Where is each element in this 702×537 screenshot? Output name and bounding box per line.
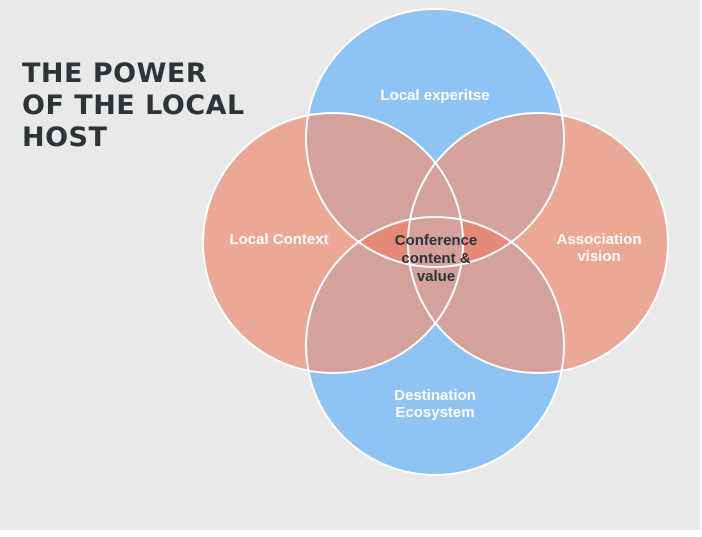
left-circle-outline (202, 112, 464, 374)
title-line-1: THE POWER (22, 58, 208, 89)
label-bottom-line1: Destination (394, 387, 476, 404)
title-line-2: OF THE LOCAL (22, 90, 245, 121)
label-center-line1: Conference (395, 232, 478, 249)
right-circle-outline (407, 112, 669, 374)
page-title: THE POWER OF THE LOCAL HOST (22, 58, 245, 154)
label-bottom-line2: Ecosystem (395, 404, 474, 421)
label-top: Local experitse (380, 87, 489, 104)
label-right-line2: vision (577, 248, 620, 265)
label-left: Local Context (229, 231, 328, 248)
label-right-line1: Association (556, 231, 641, 248)
label-center-line2: content & (401, 250, 470, 267)
bottom-circle-outline (305, 216, 565, 476)
label-center-line3: value (417, 268, 455, 285)
title-line-3: HOST (22, 122, 108, 153)
top-circle-outline (305, 8, 565, 268)
